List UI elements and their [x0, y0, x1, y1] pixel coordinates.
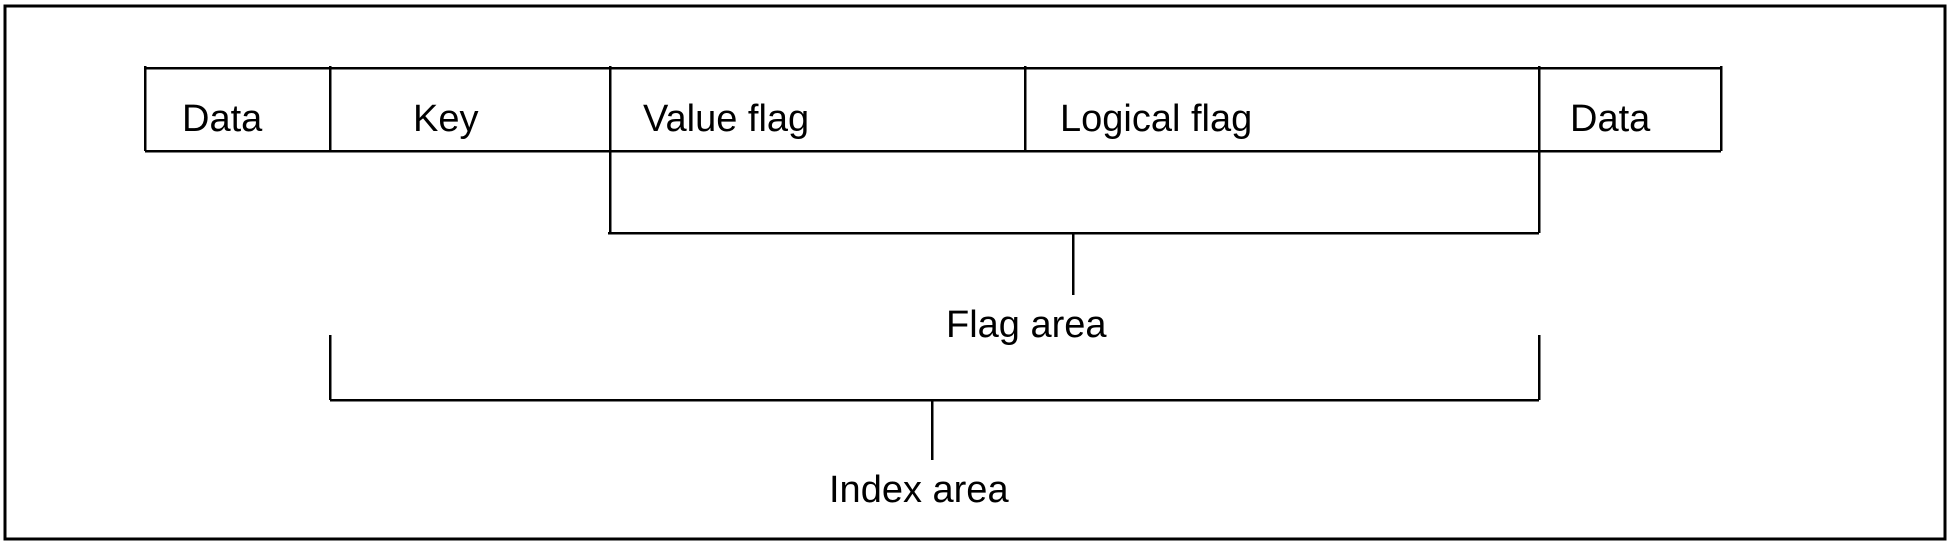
flag-area-bracket: Flag area	[608, 151, 1541, 346]
field-data-left: Data	[182, 98, 263, 140]
field-key: Key	[413, 98, 478, 140]
record-bar: Data Key Value flag Logical flag Data	[143, 66, 1723, 153]
field-data-right: Data	[1570, 98, 1651, 140]
index-area-label: Index area	[829, 469, 1009, 511]
outer-frame	[3, 4, 1947, 541]
field-logical-flag: Logical flag	[1060, 98, 1252, 140]
flag-area-label: Flag area	[946, 304, 1107, 346]
field-value-flag: Value flag	[643, 98, 809, 140]
index-area-bracket: Index area	[328, 335, 1541, 511]
